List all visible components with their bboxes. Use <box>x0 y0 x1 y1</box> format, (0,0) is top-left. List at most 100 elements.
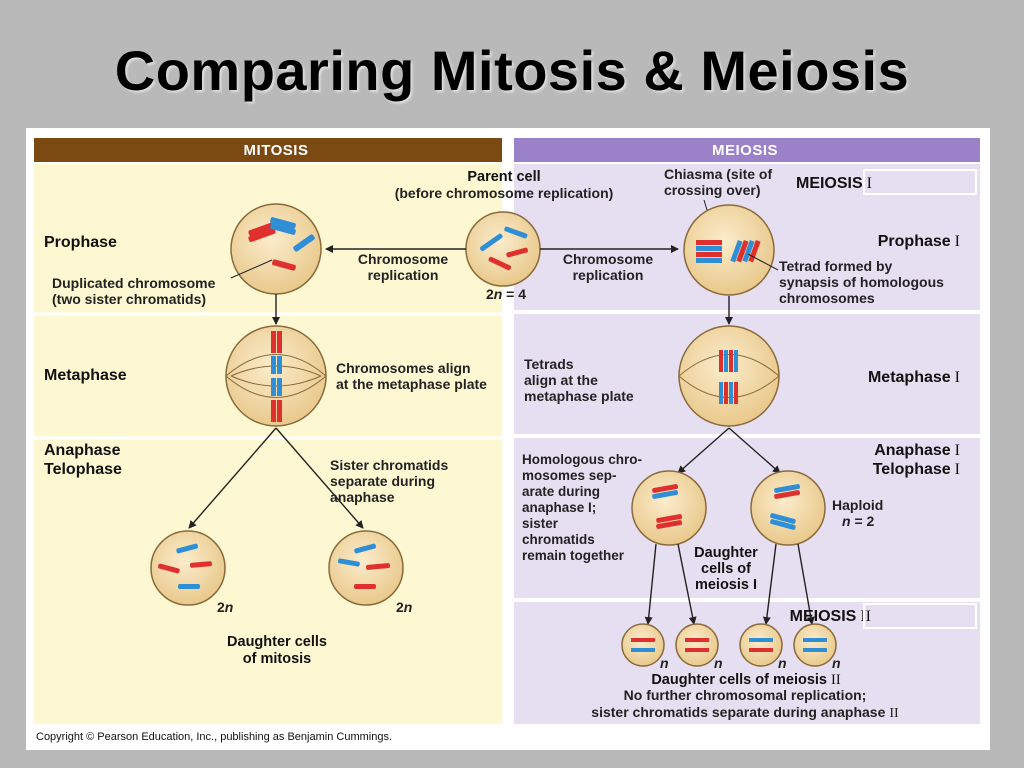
chromosome-blue <box>479 233 503 252</box>
chromosome-blue <box>770 513 796 524</box>
mitosis-replication-label-2: replication <box>368 267 439 283</box>
chiasma-label-1: Chiasma (site of <box>664 166 772 182</box>
meiosis-prophase-cell <box>683 204 775 296</box>
meiosis-i-daughter-label-1: Daughter <box>694 545 758 561</box>
chromosome-red <box>724 382 728 404</box>
duplicated-pointer <box>230 259 273 279</box>
mitosis-anaphase-label: Anaphase <box>44 442 121 459</box>
mitosis-daughter-label-1: Daughter cells <box>227 634 327 650</box>
homologous-label-line: arate during <box>522 484 600 499</box>
chromosome-blue <box>749 638 773 642</box>
meiosis-i-daughter-cell-1 <box>631 470 707 546</box>
chromosome-blue <box>719 382 723 404</box>
chromosome-red <box>748 239 761 263</box>
arrow-to-meiosis-daughter-2 <box>728 427 781 474</box>
meiosis-header-label: MEIOSIS <box>712 142 778 159</box>
arrow-to-meiosis-ii-cell-1 <box>644 543 657 625</box>
haploid-n-4: n <box>832 655 841 671</box>
meiosis-replication-label-2: replication <box>573 267 644 283</box>
mitosis-prophase-cell <box>230 203 322 295</box>
chromosome-blue <box>696 258 722 263</box>
chromosome-red <box>774 490 801 499</box>
chromosome-red <box>277 400 282 422</box>
duplicated-chromosome-label-1: Duplicated chromosome <box>52 275 216 291</box>
chromosome-blue <box>803 638 827 642</box>
chromosome-blue <box>277 356 282 374</box>
meiosis-i-daughter-label-3: meiosis I <box>695 577 757 593</box>
chromosome-blue <box>270 217 296 229</box>
tetrads-align-label-2: align at the <box>524 372 598 388</box>
homologous-label-line: remain together <box>522 548 625 563</box>
chromosomes-align-label-1: Chromosomes align <box>336 360 471 376</box>
parent-cell <box>465 211 541 287</box>
chromosome-red <box>719 350 723 372</box>
homologous-text: Homologous chro- mosomes sep- arate duri… <box>522 452 642 563</box>
no-further-replication-label: No further chromosomal replication; <box>624 687 867 703</box>
mitosis-daughter-cell-2 <box>328 530 404 606</box>
chromosome-blue <box>730 239 743 263</box>
tetrads-align-label-3: metaphase plate <box>524 388 634 404</box>
chromosome-red <box>685 638 709 642</box>
mitosis-daughter-label-2: of mitosis <box>243 651 311 667</box>
chromosome-blue <box>337 558 360 567</box>
meiosis-replication-label-1: Chromosome <box>563 251 653 267</box>
chromosome-red <box>366 563 391 570</box>
chromosome-red <box>696 252 722 257</box>
mitosis-metaphase-label: Metaphase <box>44 367 127 384</box>
chromosome-blue <box>774 484 801 493</box>
meiosis-metaphase-cell <box>678 325 780 427</box>
chromosome-red <box>652 484 679 493</box>
chromosome-blue <box>271 378 276 396</box>
chromosome-blue <box>277 378 282 396</box>
sister-chromatids-label-2: separate during <box>330 473 435 489</box>
meiosis-header <box>514 138 980 162</box>
meiosis-ii-daughter-cell-2 <box>675 623 719 667</box>
chromosomes-align-label-2: at the metaphase plate <box>336 376 487 392</box>
tetrad-label-3: chromosomes <box>779 290 875 306</box>
chromosome-blue <box>734 350 738 372</box>
mitosis-daughter-cell-1 <box>150 530 226 606</box>
arrow-to-mitosis-daughter-2 <box>275 427 364 529</box>
chromosome-red <box>190 561 213 568</box>
haploid-label: Haploid <box>832 497 883 513</box>
chromosome-red <box>158 563 180 574</box>
meiosis-i-box <box>863 169 977 195</box>
arrow-to-meiosis-daughter-1 <box>677 427 730 474</box>
chromosome-red <box>506 247 528 258</box>
chromosome-red <box>656 514 683 523</box>
slide-title: Comparing Mitosis & Meiosis <box>114 39 910 102</box>
chromosome-blue <box>724 350 728 372</box>
mitosis-header <box>34 138 502 162</box>
arrow-to-mitosis-daughter-1 <box>188 427 277 529</box>
chromosome-red <box>277 331 282 353</box>
arrow-to-meiosis-ii-cell-4 <box>797 543 815 625</box>
chromosome-red <box>271 400 276 422</box>
chromosome-blue <box>803 648 827 652</box>
chromosome-red <box>271 331 276 353</box>
haploid-count: n = 2 <box>842 513 875 529</box>
meiosis-ii-daughter-cell-1 <box>621 623 665 667</box>
parent-ploidy: 2n = 4 <box>486 286 526 302</box>
chiasma-label-2: crossing over) <box>664 182 760 198</box>
meiosis-ii-panel <box>514 602 980 724</box>
mitosis-metaphase-cell <box>225 325 327 427</box>
mitosis-meiosis-diagram: MITOSIS MEIOSIS Parent cell (before chro… <box>34 138 980 743</box>
meiosis-ii-box <box>863 603 977 629</box>
sister-chromatids-label-3: anaphase <box>330 489 395 505</box>
chromosome-blue <box>354 543 376 554</box>
sister-separate-label: sister chromatids separate during anapha… <box>591 704 899 721</box>
chromosome-blue <box>652 490 679 499</box>
mitosis-replication-label-1: Chromosome <box>358 251 448 267</box>
chromosome-red <box>631 638 655 642</box>
copyright-notice: Copyright © Pearson Education, Inc., pub… <box>36 731 392 743</box>
chromosome-blue <box>293 234 315 252</box>
tetrad-label-2: synapsis of homologous <box>779 274 944 290</box>
tetrads-align-label-1: Tetrads <box>524 356 574 372</box>
chromosome-blue <box>176 543 198 554</box>
arrow-to-meiosis-ii-cell-2 <box>677 543 697 625</box>
